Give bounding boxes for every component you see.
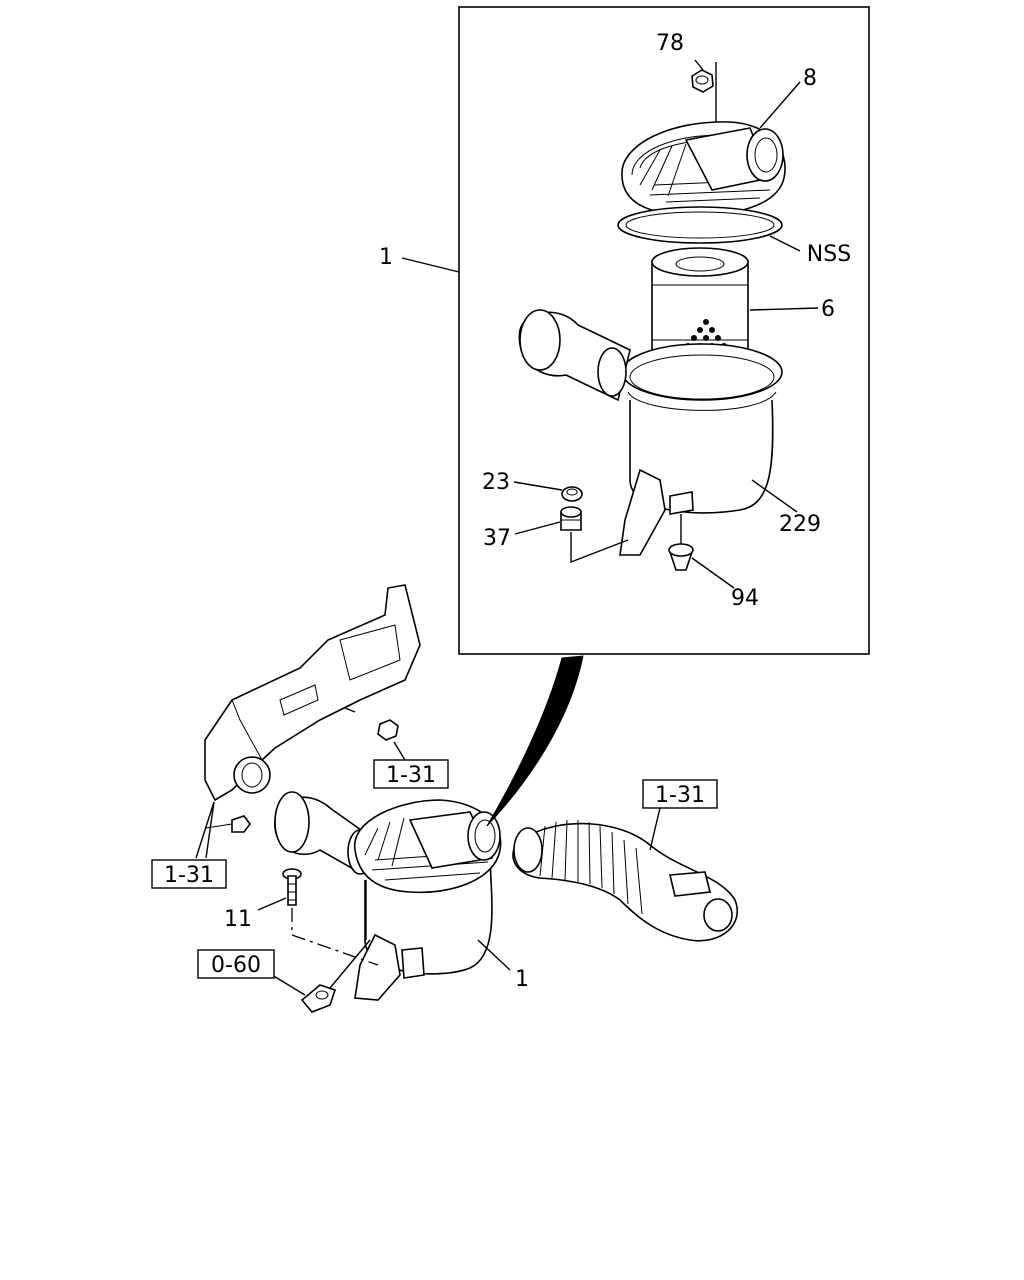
detail-inset-frame xyxy=(458,6,870,655)
part-37-bushing xyxy=(560,506,582,531)
callout-1-detail: 1 xyxy=(379,245,393,270)
ref-box-3: 1-31 xyxy=(151,859,227,889)
intake-hose xyxy=(512,819,738,942)
inset-pointer xyxy=(486,655,584,827)
callout-37: 37 xyxy=(483,526,511,551)
ref-box-3-text: 1-31 xyxy=(164,863,214,888)
ref-box-4-text: 0-60 xyxy=(211,953,261,978)
ref-box-1: 1-31 xyxy=(373,759,449,789)
bracket-nut-upper xyxy=(377,719,399,741)
part-78-nut xyxy=(691,69,714,93)
callout-94: 94 xyxy=(731,586,759,611)
ref-box-4: 0-60 xyxy=(197,949,275,979)
part-94-valve xyxy=(668,543,694,571)
mounting-bracket xyxy=(204,584,421,802)
ref-box-1-text: 1-31 xyxy=(386,763,436,788)
callout-78: 78 xyxy=(656,31,684,56)
part-8-cover xyxy=(621,121,786,217)
part-nss-seal-ring xyxy=(617,206,783,244)
part-23-grommet xyxy=(561,486,583,502)
callout-6: 6 xyxy=(821,297,835,322)
part-11-bolt xyxy=(282,868,302,906)
callout-8: 8 xyxy=(803,66,817,91)
callout-11: 11 xyxy=(224,907,252,932)
bracket-bolt-lower xyxy=(205,815,251,833)
air-cleaner-assembly xyxy=(274,791,502,1001)
callout-229: 229 xyxy=(779,512,821,537)
drain-fitting xyxy=(300,984,337,1013)
callout-nss: NSS xyxy=(807,242,851,267)
callout-23: 23 xyxy=(482,470,510,495)
ref-box-2-text: 1-31 xyxy=(655,783,705,808)
ref-box-2: 1-31 xyxy=(642,779,718,809)
part-229-housing xyxy=(518,309,783,556)
callout-1-main: 1 xyxy=(515,967,529,992)
